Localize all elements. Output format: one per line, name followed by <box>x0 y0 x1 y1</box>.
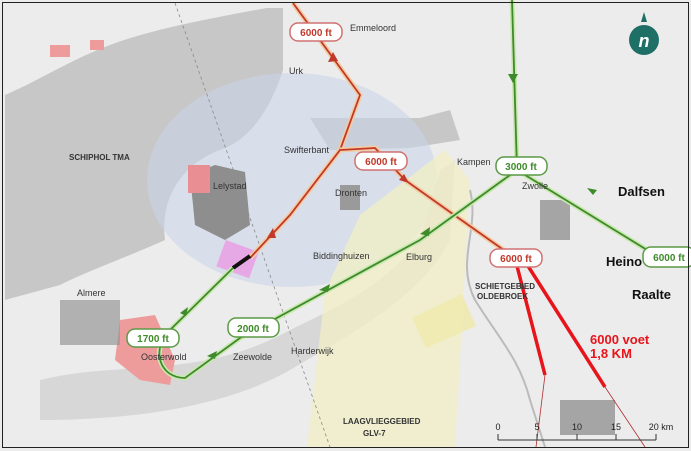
scale-tick-label: 20 km <box>649 422 674 432</box>
zone-label-glv7: LAAGVLIEGGEBIED <box>343 417 421 426</box>
scale-bar: 0 5 10 15 20 km <box>495 422 674 441</box>
town-label: Zeewolde <box>233 352 272 362</box>
place-label-large: Heino <box>606 254 642 269</box>
arrow-icon <box>267 228 276 238</box>
town-label: Zwolle <box>522 181 548 191</box>
arrow-icon <box>319 284 330 292</box>
altitude-badge-green-1700: 1700 ft <box>126 328 180 348</box>
arrow-icon <box>328 52 338 62</box>
arrow-icon <box>207 351 217 359</box>
north-arrow-icon: n <box>629 12 659 55</box>
altitude-badge-red-top: 6000 ft <box>289 22 343 42</box>
zone-label-glv7: GLV-7 <box>363 429 386 438</box>
town-label: Dronten <box>335 188 367 198</box>
zone-label-schiphol: SCHIPHOL TMA <box>69 153 130 162</box>
altitude-badge-green-zwolle: 3000 ft <box>495 156 548 176</box>
scale-tick-label: 5 <box>534 422 539 432</box>
town-label: Almere <box>77 288 106 298</box>
scale-tick-label: 10 <box>572 422 582 432</box>
altitude-badge-red-mid: 6000 ft <box>354 151 408 171</box>
arrow-icon <box>508 74 518 83</box>
svg-text:n: n <box>639 31 650 51</box>
runway <box>231 254 252 270</box>
altitude-badge-green-east: 6000 ft <box>642 246 691 268</box>
arrow-icon <box>587 188 597 195</box>
place-label-large: Raalte <box>632 287 671 302</box>
place-label-large: Dalfsen <box>618 184 665 199</box>
svg-text:2000 ft: 2000 ft <box>237 324 269 335</box>
town-label: Harderwijk <box>291 346 334 356</box>
glv7-zone <box>307 150 470 447</box>
svg-text:6000 ft: 6000 ft <box>365 157 397 168</box>
town-label: Urk <box>289 66 303 76</box>
arrow-icon <box>420 227 430 236</box>
annotation-distance: 6000 voet <box>590 332 650 347</box>
outbound-route <box>248 1 517 261</box>
annotation-distance: 1,8 KM <box>590 346 632 361</box>
svg-text:6000 ft: 6000 ft <box>300 28 332 39</box>
zone-label-oldebroek: OLDEBROEK <box>477 292 528 301</box>
town-label: Emmeloord <box>350 23 396 33</box>
svg-text:1700 ft: 1700 ft <box>137 334 169 345</box>
svg-text:6000 ft: 6000 ft <box>500 254 532 265</box>
town-label: Swifterbant <box>284 145 330 155</box>
town-label: Oosterwold <box>141 352 187 362</box>
svg-text:3000 ft: 3000 ft <box>505 162 537 173</box>
arrow-icon <box>399 174 409 183</box>
scale-tick-label: 0 <box>495 422 500 432</box>
arrow-icon <box>180 307 188 316</box>
altitude-badge-green-2000: 2000 ft <box>227 317 280 338</box>
town-label: Biddinghuizen <box>313 251 370 261</box>
scale-tick-label: 15 <box>611 422 621 432</box>
town-label: Elburg <box>406 252 432 262</box>
svg-text:6000 ft: 6000 ft <box>653 253 685 264</box>
town-label: Kampen <box>457 157 491 167</box>
water-markermeer <box>5 5 283 300</box>
altitude-badge-red-east: 6000 ft <box>489 248 543 268</box>
town-label: Lelystad <box>213 181 247 191</box>
oldebroek-zone <box>412 294 476 348</box>
zone-label-oldebroek: SCHIETGEBIED <box>475 282 535 291</box>
